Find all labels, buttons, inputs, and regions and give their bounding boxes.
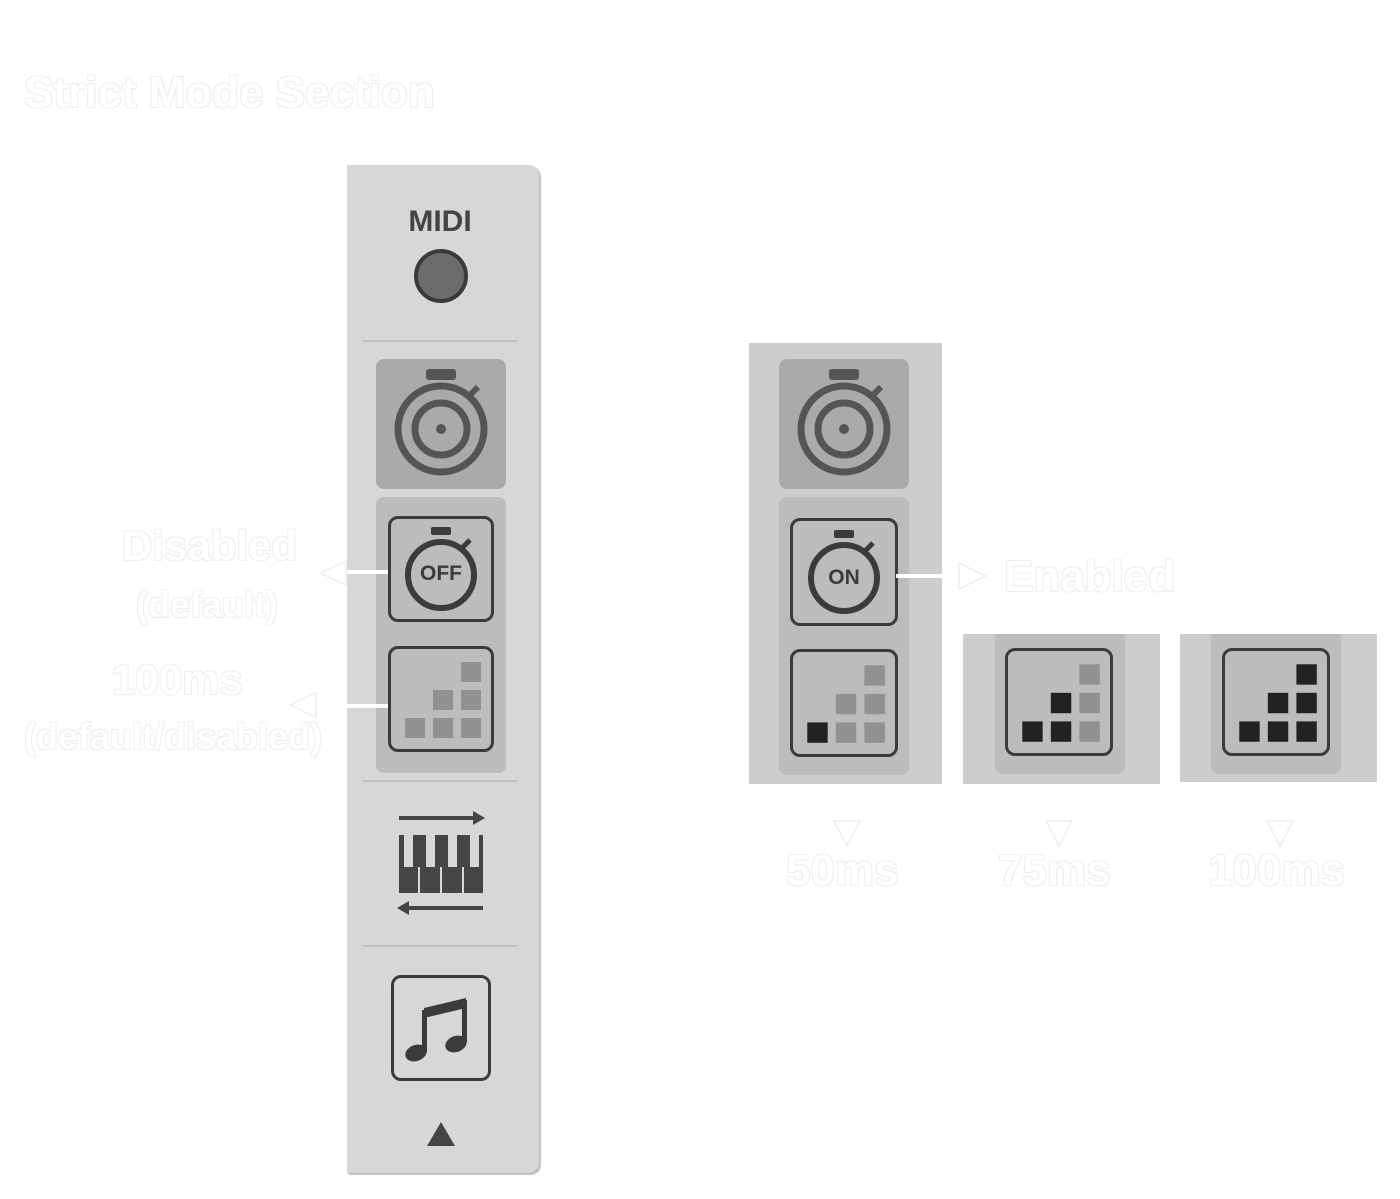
metronome-button[interactable] <box>779 359 909 489</box>
latency-default-label: 100ms <box>112 656 243 703</box>
strict-mode-toggle-button[interactable]: OFF <box>388 516 494 622</box>
panel-divider <box>363 945 517 947</box>
arrow-down-icon <box>1044 820 1074 848</box>
stopwatch-target-icon <box>394 369 488 476</box>
latency-option-label: 75ms <box>998 846 1111 895</box>
stopwatch-target-icon <box>797 369 891 476</box>
panel-divider <box>363 340 517 342</box>
music-note-button[interactable] <box>391 975 491 1081</box>
arrow-down-icon <box>832 820 862 848</box>
latency-button-75ms[interactable] <box>1005 648 1113 756</box>
page-title: Strict Mode Section <box>24 68 435 117</box>
latency-state-100ms <box>1180 634 1377 782</box>
stopwatch-off-icon <box>405 527 477 611</box>
latency-bars-icon <box>405 662 481 738</box>
midi-label: MIDI <box>408 205 472 238</box>
strict-enabled-label: Enabled <box>1004 552 1176 601</box>
arrow-right-icon <box>958 561 988 591</box>
strict-disabled-sublabel: (default) <box>136 584 278 625</box>
callout-line <box>347 704 388 708</box>
metronome-button[interactable] <box>376 359 506 489</box>
arrow-down-icon <box>1265 820 1295 848</box>
latency-bars-icon <box>807 665 885 743</box>
music-note-icon <box>405 998 467 1062</box>
strict-disabled-label: Disabled <box>122 522 298 569</box>
arrow-left-icon <box>288 691 317 719</box>
strict-mode-toggle-button[interactable]: ON <box>790 518 898 626</box>
latency-bars-icon <box>1239 664 1317 742</box>
piano-transpose-icon[interactable] <box>391 805 491 925</box>
midi-indicator <box>414 249 468 303</box>
side-panel: MIDI OFF <box>347 165 539 1173</box>
arrow-left-icon <box>318 559 347 587</box>
latency-state-75ms <box>963 634 1160 784</box>
latency-button[interactable] <box>388 646 494 752</box>
latency-button-100ms[interactable] <box>1222 648 1330 756</box>
latency-option-label: 100ms <box>1208 846 1346 895</box>
callout-line <box>896 574 942 578</box>
strict-on-text: ON <box>828 566 860 589</box>
strict-off-text: OFF <box>420 562 462 585</box>
latency-default-sublabel: (default/disabled) <box>24 716 323 757</box>
panel-divider <box>363 780 517 782</box>
latency-option-label: 50ms <box>786 846 899 895</box>
latency-bars-icon <box>1022 664 1100 742</box>
latency-button-50ms[interactable] <box>790 649 898 757</box>
triangle-up-icon[interactable] <box>425 1120 457 1148</box>
stopwatch-on-icon <box>808 530 880 614</box>
enabled-panel: ON <box>749 343 942 784</box>
callout-line <box>347 570 388 574</box>
